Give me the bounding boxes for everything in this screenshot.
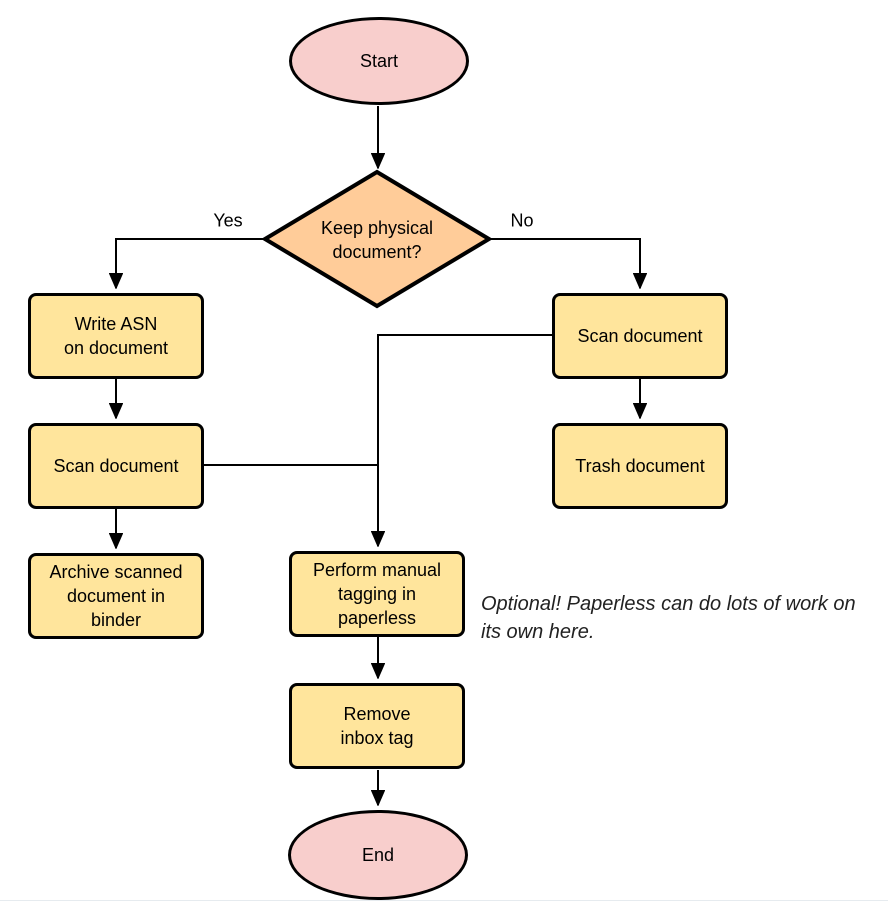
edge-label-no: No — [508, 210, 536, 232]
node-scan-document-left-label: Scan document — [53, 456, 179, 476]
node-archive-binder: Archive scanned document in binder — [28, 553, 204, 639]
node-trash-document-label: Trash document — [575, 456, 705, 476]
node-decision-label: Keep physical document? — [320, 218, 434, 262]
edge-label-yes: Yes — [211, 210, 245, 232]
node-start-label: Start — [359, 51, 398, 71]
node-end: End — [288, 810, 468, 900]
node-scan-document-left: Scan document — [28, 423, 204, 509]
node-remove-inbox-tag-label: Remove inbox tag — [340, 704, 414, 748]
edge-decision-yes-to-write-asn — [116, 238, 265, 288]
node-write-asn: Write ASN on document — [28, 293, 204, 379]
bottom-divider — [0, 900, 888, 901]
node-manual-tagging: Perform manual tagging in paperless — [289, 551, 465, 637]
edge-decision-no-to-scan-right — [489, 238, 640, 288]
node-write-asn-label: Write ASN on document — [63, 314, 169, 358]
edge-scan-right-to-tagging — [378, 334, 552, 546]
node-manual-tagging-label: Perform manual tagging in paperless — [312, 560, 442, 628]
node-remove-inbox-tag: Remove inbox tag — [289, 683, 465, 769]
node-end-label: End — [361, 845, 395, 865]
node-scan-document-right-label: Scan document — [577, 326, 703, 346]
node-start: Start — [289, 17, 469, 105]
decision-diamond-shape — [261, 169, 493, 309]
node-trash-document: Trash document — [552, 423, 728, 509]
optional-note: Optional! Paperless can do lots of work … — [481, 593, 856, 643]
node-archive-binder-label: Archive scanned document in binder — [49, 562, 183, 630]
node-scan-document-right: Scan document — [552, 293, 728, 379]
